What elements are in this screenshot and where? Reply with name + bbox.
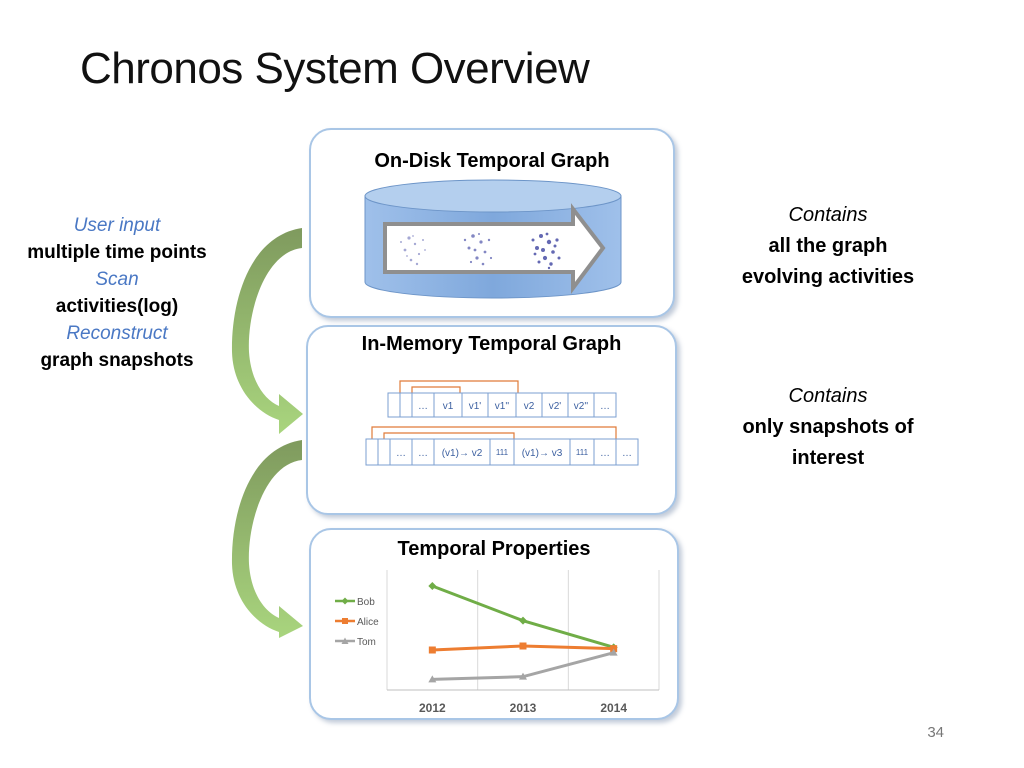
right-note-disk: Contains all the graph evolving activiti… [713,200,943,293]
point-bob-2012 [428,582,437,590]
right-note-disk-line1: Contains [788,204,868,226]
left-note: User input multiple time points Scan act… [10,212,224,374]
left-note-line5: Reconstruct [66,323,168,344]
right-note-disk-line2: all the graph [768,235,888,257]
point-alice-2013 [519,642,527,650]
legend-marker-bob [341,597,349,605]
legend-label-tom: Tom [357,637,376,648]
row1-header-cell-a [387,392,401,418]
point-alice-2012 [428,646,436,654]
row2-header-cell-a [365,438,379,466]
left-note-line4: activities(log) [55,296,179,317]
memory-row1: … v1 v1' v1'' v2 v2' v2'' … [411,392,617,418]
row1-cell-3: v1'' [495,401,509,412]
row1-cell-4: v2 [524,401,535,412]
right-note-memory-line1: Contains [788,385,868,407]
left-note-line2: multiple time points [27,242,207,263]
row2-cell-1: … [418,448,428,459]
pointer-row2-outer [371,426,617,439]
row1-cell-2: v1' [469,401,482,412]
x-tick-label-2013: 2013 [510,701,537,715]
page-number: 34 [927,724,944,741]
right-note-memory: Contains only snapshots of interest [713,381,943,474]
disk-cylinder [364,179,622,299]
row1-header-cell-b [399,392,413,418]
pointer-row2-inner [383,432,515,439]
series-line-bob [431,584,615,649]
row2-cell-3: 111 [496,448,509,457]
graph-snapshot-3 [531,232,561,270]
arrow-disk-to-memory [231,228,303,434]
left-note-line1: User input [73,215,161,236]
legend-marker-tom [341,637,349,644]
row1-cell-1: v1 [443,401,454,412]
point-tom-2012 [428,675,437,683]
legend-marker-alice [342,618,348,624]
pointer-row1-outer [399,380,519,393]
pointer-row1-inner [411,386,461,393]
panel-properties-title: Temporal Properties [397,538,591,560]
panel-in-memory: In-Memory Temporal Graph … v1 v1' v1'' v… [306,325,677,515]
panel-on-disk-title: On-Disk Temporal Graph [374,150,610,172]
row2-header-cell-b [377,438,391,466]
flow-arrows [231,228,303,638]
left-note-line6: graph snapshots [40,350,194,371]
point-tom-2013 [519,672,527,680]
row2-cell-5: 111 [576,448,589,457]
row2-cell-7: … [622,448,632,459]
panel-in-memory-title: In-Memory Temporal Graph [361,333,622,355]
right-note-memory-line3: interest [791,447,865,469]
row2-cell-2: (v1)→ v2 [442,448,483,459]
row2-cell-6: … [600,448,610,459]
x-tick-label-2014: 2014 [600,701,627,715]
point-bob-2013 [519,616,527,625]
row1-cell-7: … [600,401,610,412]
x-tick-label-2012: 2012 [419,701,446,715]
panel-on-disk: On-Disk Temporal Graph [309,128,675,318]
memory-layout: … v1 v1' v1'' v2 v2' v2'' … … … (v1)→ v2 [365,380,639,466]
memory-row2: … … (v1)→ v2 111 (v1)→ v3 111 … … [389,438,639,466]
row1-cell-0: … [418,401,428,412]
row1-cell-5: v2' [549,401,562,412]
cylinder-top [364,179,622,213]
left-note-line3: Scan [95,269,139,290]
point-tom-2014 [609,648,618,656]
graph-snapshot-1 [400,235,426,266]
right-note-disk-line3: evolving activities [741,266,915,288]
right-note-memory-line2: only snapshots of [742,416,914,438]
row2-cell-0: … [396,448,406,459]
slide-title: Chronos System Overview [80,44,590,93]
point-alice-2014 [610,645,618,653]
row2-cell-4: (v1)→ v3 [522,448,563,459]
graph-snapshot-2 [463,233,493,266]
arrow-memory-to-properties [231,440,303,638]
legend-label-bob: Bob [357,597,375,608]
row1-cell-6: v2'' [574,401,588,412]
legend-label-alice: Alice [357,617,379,628]
